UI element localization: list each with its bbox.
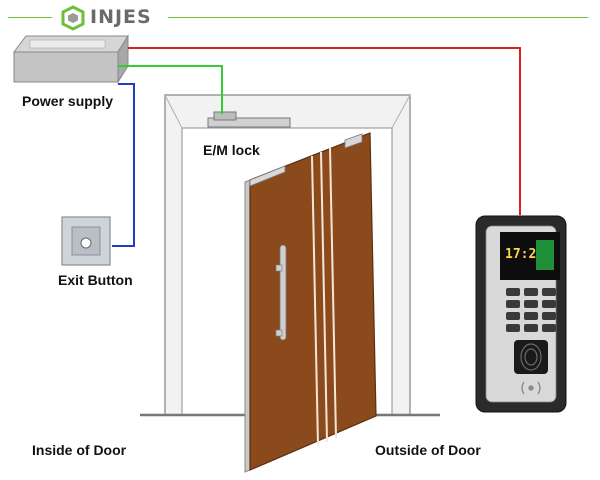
fingerprint-terminal: 17:22 [475,215,567,413]
door-leaf [244,132,377,473]
brand-name: INJES [90,6,152,28]
frame-rule [8,17,52,18]
keypad [506,288,556,332]
label-outside-of-door: Outside of Door [375,442,481,458]
rfid-icon [521,381,541,395]
em-lock [207,111,291,128]
wire-red [128,47,521,215]
label-power-supply: Power supply [22,93,114,109]
header-rule [168,17,588,18]
fingerprint-icon [514,340,548,374]
wire-green [118,65,223,114]
wire-blue [112,83,135,247]
exit-button-device [61,216,111,266]
label-inside-of-door: Inside of Door [32,442,127,458]
label-exit-button: Exit Button [58,272,133,288]
label-em-lock: E/M lock [203,142,260,158]
power-supply-box [13,34,129,84]
logo-icon [61,5,85,31]
terminal-time: 17:22 [505,247,544,262]
